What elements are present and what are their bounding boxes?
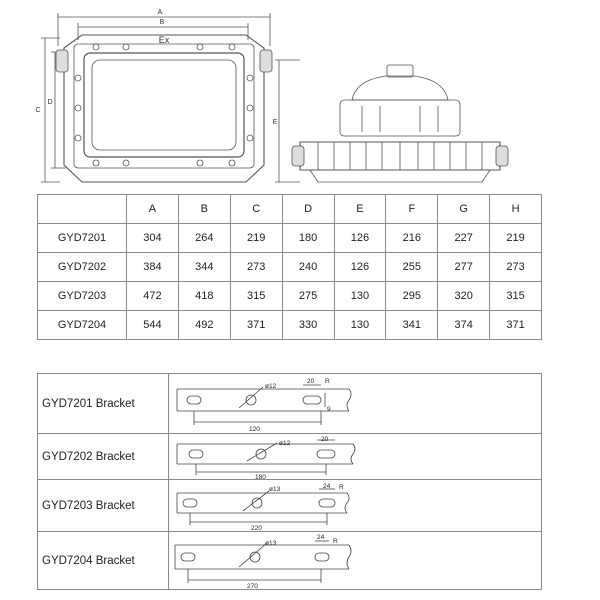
bracket-drawing: ø13 24 R 220 [176, 483, 350, 531]
bracket-row: GYD7201 Bracket ø12 20 R 9 [37, 373, 542, 434]
value-cell: 255 [385, 252, 439, 282]
fixture-drawing: A B C D Ex E [35, 9, 509, 183]
bracket-drawing: ø12 20 180 [176, 436, 356, 479]
table-row: GYD7203 472 418 315 275 130 295 320 315 [37, 281, 542, 311]
header-cell-f: F [385, 194, 439, 224]
header-cell-d: D [281, 194, 335, 224]
bracket-radius-dim: R [325, 378, 330, 385]
value-cell: 273 [489, 252, 542, 282]
value-cell: 384 [126, 252, 179, 282]
value-cell: 126 [333, 252, 387, 282]
dim-b-label: B [160, 19, 165, 26]
value-cell: 130 [333, 281, 387, 311]
value-cell: 315 [489, 281, 542, 311]
value-cell: 341 [385, 310, 439, 340]
bracket-label: GYD7201 Bracket [37, 373, 169, 434]
bracket-drawing-cell: ø12 20 180 [168, 433, 542, 480]
header-cell-h: H [489, 194, 542, 224]
value-cell: 344 [177, 252, 231, 282]
value-cell: 219 [229, 223, 283, 253]
model-cell: GYD7202 [37, 252, 127, 282]
value-cell: 330 [281, 310, 335, 340]
value-cell: 130 [333, 310, 387, 340]
value-cell: 227 [437, 223, 491, 253]
header-cell-b: B [177, 194, 231, 224]
model-cell: GYD7203 [37, 281, 127, 311]
value-cell: 264 [177, 223, 231, 253]
value-cell: 492 [177, 310, 231, 340]
bracket-length-dim: 120 [249, 426, 260, 433]
value-cell: 180 [281, 223, 335, 253]
bracket-hole-dim: ø13 [269, 486, 281, 493]
header-cell-e: E [333, 194, 387, 224]
bracket-label: GYD7202 Bracket [37, 433, 169, 480]
value-cell: 418 [177, 281, 231, 311]
value-cell: 472 [126, 281, 179, 311]
value-cell: 273 [229, 252, 283, 282]
dim-c-label: C [35, 107, 40, 114]
bracket-row: GYD7204 Bracket ø13 24 R 270 [37, 531, 542, 590]
header-cell-c: C [229, 194, 283, 224]
ex-mark: Ex [159, 35, 170, 45]
bracket-row: GYD7202 Bracket ø12 20 180 [37, 433, 542, 480]
side-view [275, 59, 509, 183]
value-cell: 240 [281, 252, 335, 282]
bracket-label: GYD7203 Bracket [37, 479, 169, 532]
value-cell: 304 [126, 223, 179, 253]
value-cell: 275 [281, 281, 335, 311]
dim-a-label: A [158, 9, 163, 16]
bracket-row: GYD7203 Bracket ø13 24 R 220 [37, 479, 542, 532]
value-cell: 126 [333, 223, 387, 253]
model-cell: GYD7201 [37, 223, 127, 253]
value-cell: 374 [437, 310, 491, 340]
bracket-radius-dim: R [339, 484, 344, 491]
value-cell: 295 [385, 281, 439, 311]
bracket-drawing-cell: ø12 20 R 9 120 [168, 373, 542, 434]
bracket-hole-dim: ø12 [279, 440, 291, 447]
bracket-drawing-cell: ø13 24 R 220 [168, 479, 542, 532]
table-header-row: A B C D E F G H [37, 194, 542, 224]
header-cell [37, 194, 127, 224]
dim-d-label: D [47, 99, 52, 106]
bracket-slot-dim: 20 [321, 436, 329, 443]
value-cell: 544 [126, 310, 179, 340]
bracket-hole-dim: ø12 [265, 383, 277, 390]
bracket-thickness-dim: 9 [327, 406, 331, 413]
bracket-length-dim: 270 [247, 583, 258, 589]
dim-e-label: E [273, 119, 278, 126]
bracket-drawing: ø13 24 R 270 [174, 534, 352, 589]
value-cell: 320 [437, 281, 491, 311]
bracket-slot-dim: 24 [323, 483, 331, 490]
bracket-radius-dim: R [333, 538, 338, 545]
header-cell-g: G [437, 194, 491, 224]
bracket-table: GYD7201 Bracket ø12 20 R 9 [37, 373, 542, 590]
model-cell: GYD7204 [37, 310, 127, 340]
dimension-table: A B C D E F G H GYD7201 304 264 219 180 … [37, 194, 542, 340]
bracket-drawing: ø12 20 R 9 120 [176, 378, 352, 433]
bracket-slot-dim: 20 [307, 378, 315, 385]
value-cell: 315 [229, 281, 283, 311]
bracket-slot-dim: 24 [317, 534, 325, 541]
table-row: GYD7201 304 264 219 180 126 216 227 219 [37, 223, 542, 253]
value-cell: 371 [489, 310, 542, 340]
table-row: GYD7202 384 344 273 240 126 255 277 273 [37, 252, 542, 282]
value-cell: 277 [437, 252, 491, 282]
bracket-drawing-cell: ø13 24 R 270 [168, 531, 542, 590]
bracket-label: GYD7204 Bracket [37, 531, 169, 590]
header-cell-a: A [126, 194, 179, 224]
value-cell: 219 [489, 223, 542, 253]
front-view [41, 13, 273, 183]
value-cell: 371 [229, 310, 283, 340]
bracket-length-dim: 220 [251, 525, 262, 531]
bracket-length-dim: 180 [255, 474, 266, 479]
value-cell: 216 [385, 223, 439, 253]
table-row: GYD7204 544 492 371 330 130 341 374 371 [37, 310, 542, 340]
bracket-hole-dim: ø13 [265, 540, 277, 547]
